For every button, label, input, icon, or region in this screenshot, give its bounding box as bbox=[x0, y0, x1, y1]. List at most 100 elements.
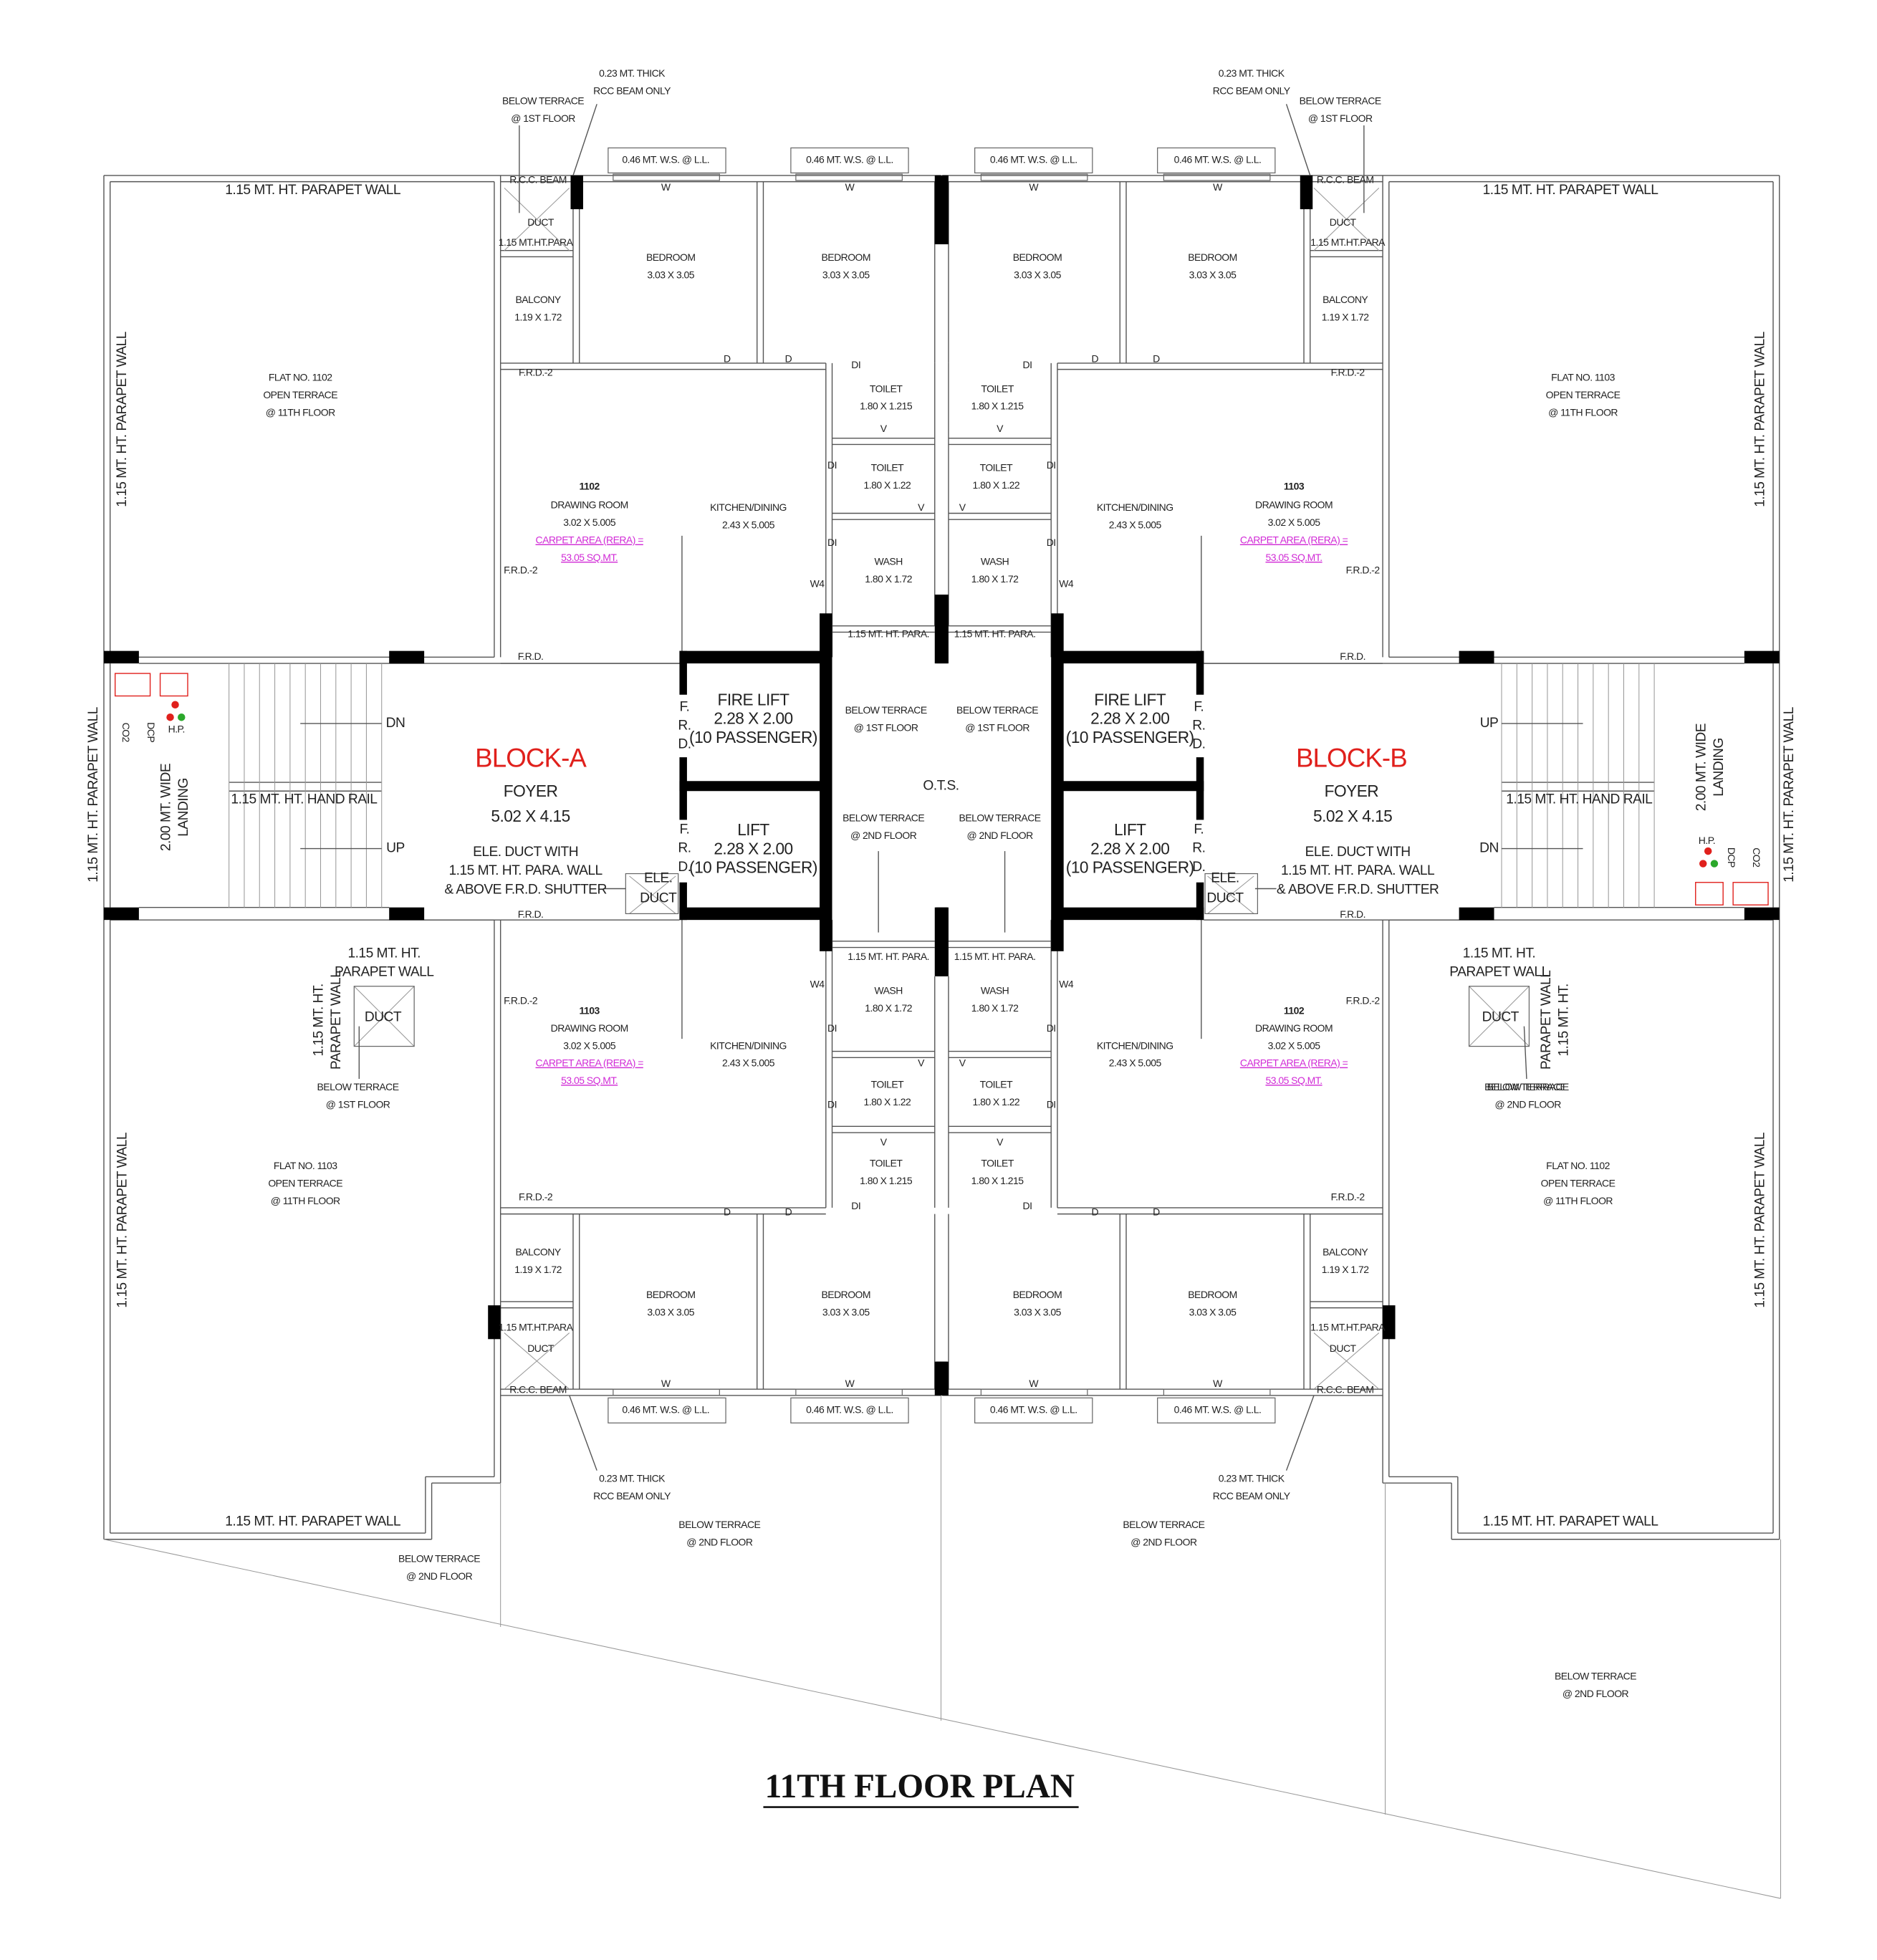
label-marks-w: W bbox=[845, 1378, 855, 1389]
label-flats-f1103: 1103 bbox=[1284, 481, 1305, 492]
label-rooms-bedroom-size: 3.03 X 3.05 bbox=[1189, 1306, 1237, 1317]
label-rooms-wash-size: 1.80 X 1.72 bbox=[971, 573, 1019, 585]
label-notes-duct: DUCT bbox=[1482, 1009, 1520, 1024]
label-notes-frd2: F.R.D.-2 bbox=[1331, 1191, 1365, 1203]
label-notes-parapet-a: 1.15 MT. HT. bbox=[1556, 984, 1571, 1057]
fire-alarm-icon bbox=[1699, 860, 1707, 868]
label-marks-di: DI bbox=[1047, 459, 1056, 471]
label-flats-flat-1103: FLAT NO. 1103 bbox=[274, 1160, 337, 1171]
label-rooms-drawing-size: 3.02 X 5.005 bbox=[1268, 517, 1321, 528]
label-rooms-toilet-size-a: 1.80 X 1.215 bbox=[860, 1175, 913, 1186]
column bbox=[679, 882, 687, 921]
label-lifts-frd-letters-0: F. bbox=[1194, 822, 1204, 837]
label-rooms-kitchen-size: 2.43 X 5.005 bbox=[1109, 1057, 1162, 1069]
label-notes-thick-a: 0.23 MT. THICK bbox=[1219, 67, 1285, 79]
label-lifts-size: 2.28 X 2.00 bbox=[714, 709, 792, 728]
label-marks-w: W bbox=[1029, 181, 1039, 193]
label-notes-up: UP bbox=[1480, 716, 1499, 731]
label-notes-at-2nd: @ 2ND FLOOR bbox=[1130, 1537, 1197, 1548]
label-rooms-drawing-size: 3.02 X 5.005 bbox=[1268, 1039, 1321, 1051]
leader-arrow bbox=[572, 104, 597, 176]
label-notes-parapet-a: 1.15 MT. HT. bbox=[1463, 946, 1536, 961]
label-lifts-frd-letters-2: D. bbox=[1192, 860, 1205, 875]
label-notes-below-terrace: BELOW TERRACE bbox=[956, 704, 1038, 716]
label-marks-w: W bbox=[1029, 1378, 1039, 1389]
label-lifts-frd-letters-2: D. bbox=[678, 737, 691, 752]
label-fire-equipment-dcp: DCP bbox=[1726, 847, 1737, 868]
label-notes-dn: DN bbox=[1479, 841, 1499, 856]
label-fire-equipment-co2: CO2 bbox=[1751, 847, 1762, 868]
label-marks-v: V bbox=[880, 423, 888, 434]
label-marks-di: DI bbox=[827, 1022, 837, 1034]
label-rooms-wash-size: 1.80 X 1.72 bbox=[865, 1002, 912, 1014]
label-marks-v: V bbox=[959, 1057, 966, 1069]
column bbox=[936, 175, 949, 244]
column bbox=[570, 175, 583, 210]
label-notes-below-terrace: BELOW TERRACE bbox=[845, 704, 927, 716]
label-notes-rcc-beam: R.C.C. BEAM bbox=[509, 1384, 567, 1395]
label-notes-at-1st: @ 1ST FLOOR bbox=[965, 722, 1029, 734]
label-rooms-carpet: CARPET AREA (RERA) = bbox=[536, 534, 644, 546]
label-notes-parapet: 1.15 MT. HT. PARAPET WALL bbox=[115, 331, 130, 507]
label-notes-below-terrace: BELOW TERRACE bbox=[959, 812, 1041, 823]
label-notes-frd2: F.R.D.-2 bbox=[504, 994, 538, 1006]
label-flats-at-11th: @ 11TH FLOOR bbox=[1548, 406, 1618, 418]
label-marks-di: DI bbox=[1023, 1200, 1032, 1211]
column bbox=[1383, 1305, 1396, 1340]
label-marks-d: D bbox=[1092, 1206, 1099, 1218]
label-rooms-ots: O.T.S. bbox=[923, 778, 959, 793]
label-rooms-drawing: DRAWING ROOM bbox=[551, 1022, 628, 1034]
label-notes-ws: 0.46 MT. W.S. @ L.L. bbox=[622, 154, 709, 165]
fire-alarm-icon bbox=[166, 713, 174, 721]
label-block-b-ele-duct-note-1: 1.15 MT. HT. PARA. WALL bbox=[1281, 863, 1435, 878]
label-marks-v: V bbox=[918, 1057, 925, 1069]
label-notes-thick-a: 0.23 MT. THICK bbox=[1219, 1473, 1285, 1484]
label-notes-parapet: 1.15 MT. HT. PARAPET WALL bbox=[1753, 1132, 1768, 1308]
label-notes-para-short: 1.15 MT.HT.PARA bbox=[1310, 236, 1386, 248]
label-marks-w: W bbox=[1213, 1378, 1223, 1389]
label-rooms-balcony: BALCONY bbox=[516, 294, 562, 305]
column bbox=[936, 1361, 949, 1395]
label-lifts-fire-lift: FIRE LIFT bbox=[1094, 690, 1166, 708]
label-rooms-bedroom-size: 3.03 X 3.05 bbox=[1014, 1306, 1061, 1317]
label-notes-para-short: 1.15 MT.HT.PARA bbox=[499, 236, 574, 248]
plan-title: 11TH FLOOR PLAN bbox=[765, 1768, 1075, 1805]
label-lifts-frd-letters-0: F. bbox=[679, 822, 689, 837]
fire-alarm-icon bbox=[171, 701, 179, 708]
label-fire-equipment-dcp: DCP bbox=[145, 722, 157, 742]
label-block-a-foyer-size: 5.02 X 4.15 bbox=[1313, 807, 1392, 825]
label-rooms-bedroom: BEDROOM bbox=[821, 1289, 870, 1300]
label-fire-equipment-co2: CO2 bbox=[120, 723, 132, 743]
label-marks-v: V bbox=[997, 1136, 1004, 1148]
column bbox=[1057, 907, 1204, 921]
label-notes-duct: DUCT bbox=[1330, 216, 1357, 228]
column bbox=[1744, 650, 1780, 664]
label-rooms-toilet: TOILET bbox=[980, 1078, 1013, 1090]
label-rooms-toilet-size-b: 1.80 X 1.22 bbox=[972, 479, 1019, 491]
labels-layer: 1.15 MT. HT. PARAPET WALL 1.15 MT. HT. PA… bbox=[86, 67, 1797, 1699]
label-marks-w4: W4 bbox=[810, 979, 825, 990]
label-block-b-ele-duct-note-2: & ABOVE F.R.D. SHUTTER bbox=[1277, 882, 1439, 897]
column bbox=[820, 613, 832, 951]
hose-reel-icon bbox=[114, 673, 151, 697]
label-notes-parapet-b: PARAPET WALL bbox=[329, 970, 344, 1070]
column bbox=[1459, 650, 1494, 664]
label-notes-parapet: 1.15 MT. HT. PARAPET WALL bbox=[225, 183, 401, 198]
label-rooms-toilet: TOILET bbox=[871, 1078, 904, 1090]
label-marks-d: D bbox=[1153, 1206, 1160, 1218]
label-rooms-drawing-size: 3.02 X 5.005 bbox=[563, 517, 616, 528]
label-fire-equipment-hp: H.P. bbox=[168, 723, 185, 734]
duct-cross bbox=[1313, 187, 1380, 251]
leader-arrow bbox=[569, 1395, 597, 1471]
label-lifts-capacity: (10 PASSENGER) bbox=[689, 728, 817, 746]
label-flats-open-terrace: OPEN TERRACE bbox=[263, 389, 337, 400]
duct-cross bbox=[504, 187, 570, 251]
label-notes-at-2nd: @ 2ND FLOOR bbox=[1495, 1098, 1562, 1110]
leader-arrow bbox=[1285, 1395, 1315, 1471]
label-notes-at-2nd: @ 2ND FLOOR bbox=[966, 830, 1033, 841]
column bbox=[679, 650, 826, 664]
label-notes-dn: DN bbox=[386, 716, 405, 731]
label-notes-frd2: F.R.D.-2 bbox=[1331, 367, 1365, 378]
fire-alarm-icon bbox=[178, 713, 186, 721]
column bbox=[1196, 757, 1204, 820]
